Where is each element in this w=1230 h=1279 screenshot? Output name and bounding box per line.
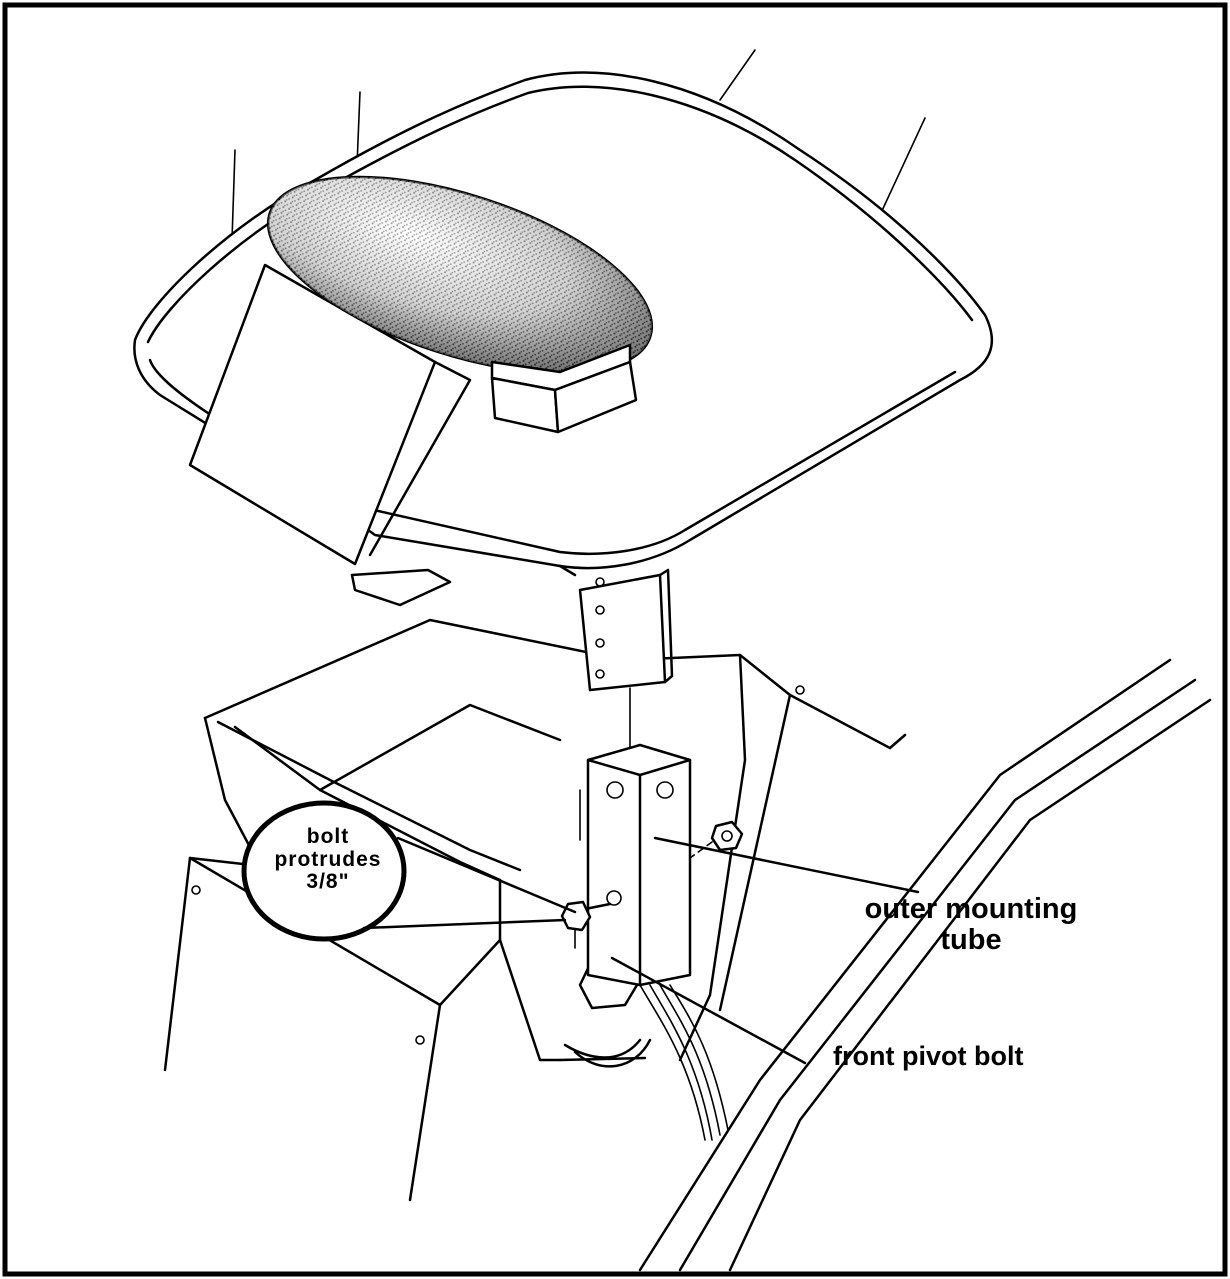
bolt-callout [241, 800, 577, 942]
side-frame-rails [191, 653, 1212, 1272]
inner-mounting-bar [578, 568, 674, 776]
bolt-label-line1: bolt [306, 825, 350, 848]
pivot-bolt-leader [610, 956, 807, 1065]
hex-nut [689, 820, 744, 859]
bolt-label-line2: protrudes [274, 847, 382, 871]
outer-mounting-tube-label: outer mounting tube [836, 893, 1106, 957]
elbow-pad [266, 175, 654, 434]
tray-flap [188, 263, 472, 607]
outer-tube-leader [653, 836, 920, 894]
outer-mounting-tube [574, 743, 692, 987]
cable-bundle [563, 984, 729, 1141]
outer-tube-label-line2: tube [940, 924, 1002, 957]
bolt-protrudes-label: bolt protrudes 3/8" [250, 825, 406, 894]
bolt-label-line3: 3/8" [306, 870, 350, 894]
outer-tube-label-line1: outer mounting [864, 893, 1078, 925]
front-pivot-bolt-label: front pivot bolt [833, 1041, 1024, 1071]
